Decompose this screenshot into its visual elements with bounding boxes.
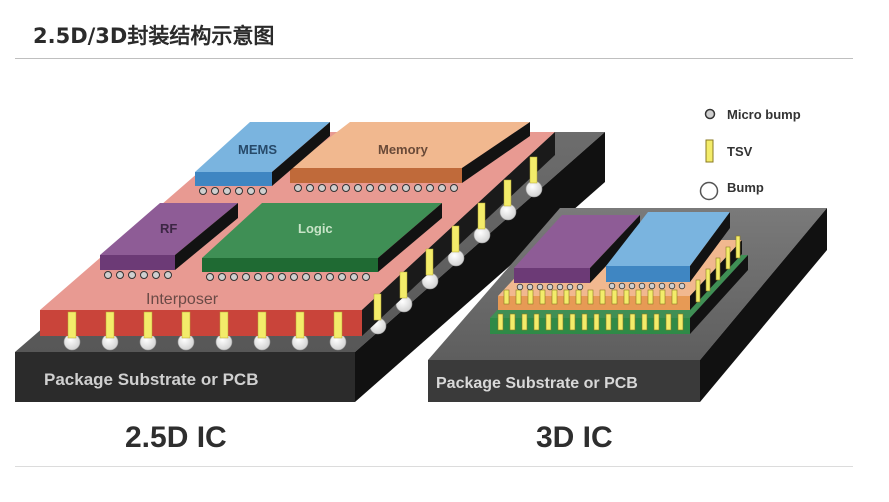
logic-chip-front xyxy=(202,258,378,272)
ic3-die-middle-front xyxy=(498,296,690,310)
ic3-die-purple-top xyxy=(514,215,640,268)
mems-chip-side xyxy=(272,122,330,186)
rf-chip-label: RF xyxy=(160,221,177,236)
ic3-tsv-front xyxy=(497,289,684,331)
ic3-substrate-label: Package Substrate or PCB xyxy=(436,375,638,392)
ic3-die-blue-front xyxy=(606,266,690,282)
legend-bump-icon xyxy=(699,181,719,201)
ic25-tsv-side xyxy=(373,156,538,321)
ic25-caption: 2.5D IC xyxy=(125,421,227,454)
title-divider xyxy=(15,58,853,59)
mems-chip-front xyxy=(195,172,272,186)
memory-chip-side xyxy=(462,122,530,183)
logic-chip-label: Logic xyxy=(298,221,333,236)
logic-micro-bumps xyxy=(206,273,370,281)
memory-micro-bumps xyxy=(294,184,458,192)
memory-chip-label: Memory xyxy=(378,142,429,157)
memory-chip-top xyxy=(290,122,530,168)
rf-chip-top xyxy=(100,203,238,255)
ic3-micro-bumps xyxy=(516,282,686,291)
memory-chip-front xyxy=(290,168,462,183)
mems-chip-top xyxy=(195,122,330,172)
logic-chip-top xyxy=(202,203,442,258)
interposer-label: Interposer xyxy=(146,291,219,308)
ic3-die-purple-front xyxy=(514,268,590,283)
ic3-substrate-side xyxy=(700,208,827,402)
interposer-front xyxy=(40,310,362,336)
legend-bump-label: Bump xyxy=(727,180,764,195)
rf-chip-side xyxy=(175,203,238,270)
page-title: 2.5D/3D封装结构示意图 xyxy=(33,24,275,48)
ic3-die-bottom-front xyxy=(490,318,690,334)
ic25-substrate-label: Package Substrate or PCB xyxy=(44,370,258,389)
ic3-substrate-front xyxy=(428,360,700,402)
legend-tsv-label: TSV xyxy=(727,144,753,159)
ic25-group: Package Substrate or PCB Interposer xyxy=(15,122,605,402)
legend-micro-bump-label: Micro bump xyxy=(727,107,801,122)
rf-chip-front xyxy=(100,255,175,270)
mems-chip-label: MEMS xyxy=(238,142,277,157)
legend-micro-bump-icon xyxy=(704,108,716,120)
ic3-caption: 3D IC xyxy=(536,421,613,454)
logic-chip-side xyxy=(378,203,442,272)
ic3-die-purple-side xyxy=(590,215,640,283)
bottom-divider xyxy=(15,466,853,467)
ic3-die-blue-top xyxy=(606,212,730,266)
legend: Micro bump TSV Bump xyxy=(699,107,801,201)
ic25-substrate-side xyxy=(355,132,605,402)
mems-micro-bumps xyxy=(199,187,267,195)
ic3-die-bottom-side xyxy=(690,255,748,334)
ic25-tsv-front xyxy=(67,311,343,339)
ic3-group: Package Substrate or PCB xyxy=(428,208,827,402)
rf-micro-bumps xyxy=(104,271,172,279)
ic3-die-blue-side xyxy=(690,212,730,282)
ic25-substrate-front xyxy=(15,352,355,402)
legend-tsv-icon xyxy=(705,139,714,163)
ic3-tsv-side xyxy=(695,235,741,303)
